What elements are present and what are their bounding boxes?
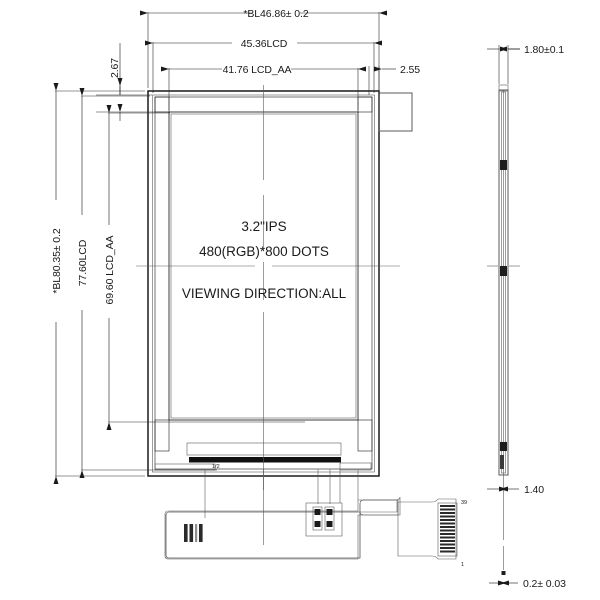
panel-text-block: 3.2"IPS 480(RGB)*800 DOTS VIEWING DIRECT… xyxy=(182,219,347,301)
dimension-label-backlight-width: *BL46.86± 0.2 xyxy=(243,8,308,20)
side-view: 1.80±0.1 1.40 0.2± 0.03 xyxy=(487,44,566,590)
dimension-label-backlight-height: *BL80.35± 0.2 xyxy=(51,228,63,293)
dimension-label-lcd-aa-width: 41.76 LCD_AA xyxy=(223,64,292,76)
fpc-pin-stripes xyxy=(440,505,455,553)
panel-center-lines xyxy=(136,85,400,490)
bottom-right-step xyxy=(339,462,372,471)
side-tape-mark-1 xyxy=(500,160,507,170)
dimension-label-module-thickness: 1.80±0.1 xyxy=(524,44,564,56)
side-top-step xyxy=(498,84,509,92)
dimension-backlight-height: *BL80.35± 0.2 xyxy=(51,83,145,484)
dimension-right-offset: 2.55 xyxy=(368,64,420,95)
dimension-label-fpc-thickness: 0.2± 0.03 xyxy=(523,578,566,590)
dimension-label-lcd-height: 77.60LCD xyxy=(77,239,89,286)
dimension-lcd-height: 77.60LCD xyxy=(77,88,217,478)
horizontal-dimension-group: *BL46.86± 0.2 45.36LCD 41.76 LCD_AA 2.55 xyxy=(140,8,420,130)
bonding-pad-region xyxy=(186,442,342,456)
fpc-marking-bars xyxy=(184,524,203,542)
fpc-pin-last-label: 39 xyxy=(461,500,467,506)
dimension-lcd-aa-height: 69.60 LCD_AA xyxy=(104,105,305,430)
fpc-leader-lines xyxy=(204,469,359,545)
panel-label-type: 3.2"IPS xyxy=(241,219,286,234)
dimension-fpc-thickness: 0.2± 0.03 xyxy=(489,578,566,590)
vertical-dimension-group: *BL80.35± 0.2 77.60LCD 69.60 LCD_AA 2.67 xyxy=(51,43,305,484)
fpc-connector-body xyxy=(437,502,458,557)
dimension-label-top-offset: 2.67 xyxy=(109,58,121,78)
dimension-fpc-bend-width: 1.40 xyxy=(487,484,544,496)
panel-label-viewing-direction: VIEWING DIRECTION:ALL xyxy=(182,286,347,301)
dimension-top-offset: 2.67 xyxy=(96,43,169,121)
side-tape-mark-3 xyxy=(500,442,507,451)
fpc-component-pad xyxy=(305,502,343,537)
dimension-label-lcd-aa-height: 69.60 LCD_AA xyxy=(104,235,116,304)
dimension-label-lcd-width: 45.36LCD xyxy=(241,38,288,50)
dimension-label-fpc-bend-width: 1.40 xyxy=(524,484,544,496)
dimension-module-thickness: 1.80±0.1 xyxy=(487,44,564,84)
dimension-lcd-aa-width: 41.76 LCD_AA xyxy=(161,64,366,110)
panel-label-resolution: 480(RGB)*800 DOTS xyxy=(199,244,329,259)
dimension-label-right-offset: 2.55 xyxy=(400,64,420,76)
bonding-mark-label: 1/2 xyxy=(212,464,220,470)
fpc-tail: 39 1 xyxy=(164,469,467,568)
side-fpc-end xyxy=(501,571,506,575)
side-fpc-stub xyxy=(500,455,504,469)
side-tape-mark-2 xyxy=(500,266,507,276)
fpc-pin-first-label: 1 xyxy=(461,562,464,568)
driver-ic-bar xyxy=(189,457,341,463)
